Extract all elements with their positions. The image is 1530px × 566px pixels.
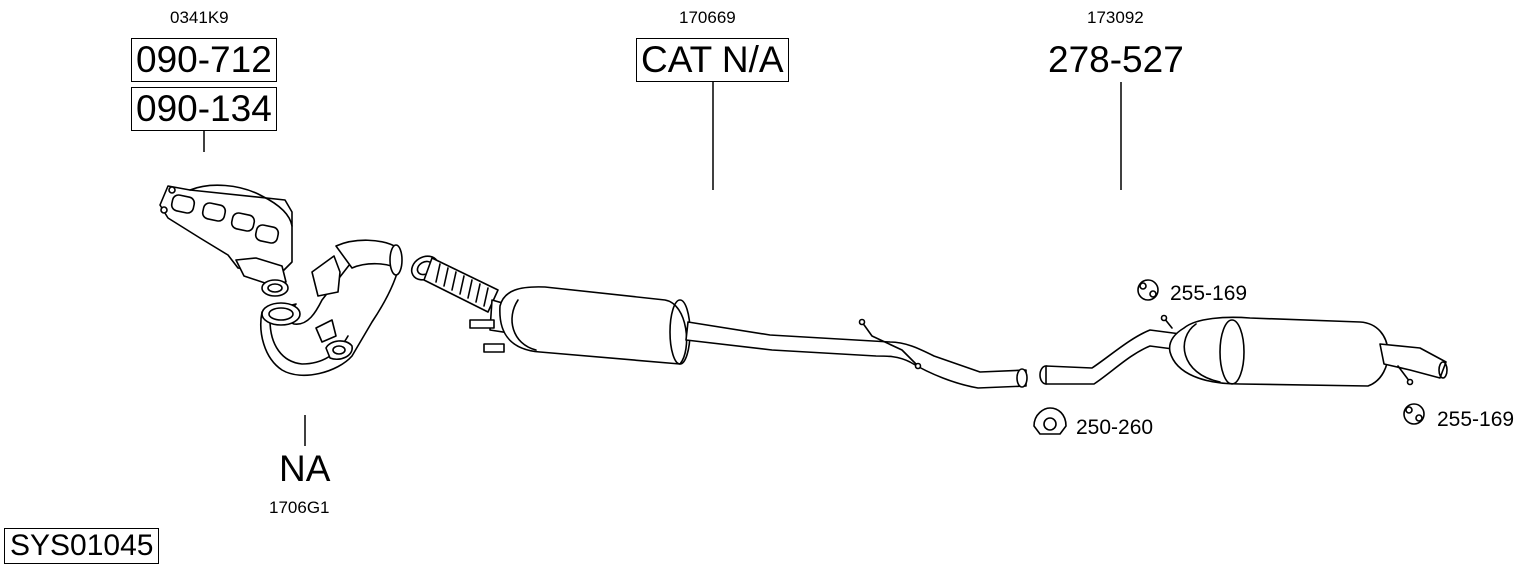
exhaust-manifold[interactable]: [159, 184, 293, 297]
fitting-255-169-lower[interactable]: 255-169: [1437, 408, 1515, 431]
fitting-255-169-upper[interactable]: 255-169: [1170, 282, 1248, 305]
part-na[interactable]: NA: [279, 448, 331, 489]
system-code: SYS01045: [4, 528, 160, 564]
pipe-clamp-icon[interactable]: [1033, 407, 1067, 435]
ref-1706g1: 1706G1: [269, 498, 330, 517]
ref-0341k9: 0341K9: [170, 8, 229, 27]
ref-170669: 170669: [679, 8, 736, 27]
part-cat-na[interactable]: CAT N/A: [636, 38, 789, 82]
front-pipe[interactable]: [260, 239, 403, 377]
part-090-134[interactable]: 090-134: [131, 87, 277, 131]
part-090-712[interactable]: 090-712: [131, 38, 277, 82]
rubber-mount-icon[interactable]: [1137, 279, 1159, 301]
catalytic-converter-centre-section[interactable]: [407, 251, 1028, 389]
fitting-250-260[interactable]: 250-260: [1076, 416, 1154, 439]
rubber-mount-icon[interactable]: [1403, 403, 1425, 425]
rear-muffler[interactable]: [1039, 314, 1448, 387]
part-278-527[interactable]: 278-527: [1048, 39, 1184, 80]
ref-173092: 173092: [1087, 8, 1144, 27]
